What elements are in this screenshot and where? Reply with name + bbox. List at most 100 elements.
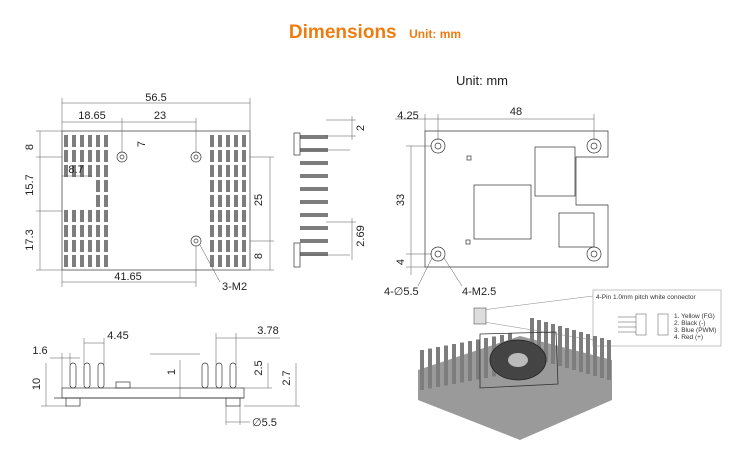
heatsink-fin bbox=[226, 240, 230, 252]
heatsink-fin bbox=[242, 180, 246, 192]
unit-label: Unit: mm bbox=[456, 73, 508, 88]
heatsink-fin bbox=[80, 165, 84, 177]
side-fin bbox=[300, 252, 328, 256]
heatsink-fin bbox=[64, 225, 68, 237]
heatsink-fin bbox=[218, 150, 222, 162]
heatsink-fin bbox=[96, 240, 100, 252]
board-dim-bottom: 4 bbox=[395, 259, 407, 265]
front-dim-pitch-right: 3.78 bbox=[257, 325, 278, 337]
front-dim-standoff: ∅5.5 bbox=[252, 417, 277, 429]
dim-overall-width: 56.5 bbox=[145, 92, 166, 104]
heatsink-fin bbox=[64, 255, 68, 267]
heatsink-fin bbox=[234, 225, 238, 237]
render-fin bbox=[558, 326, 562, 366]
heatsink-fin bbox=[226, 195, 230, 207]
connector-pin-1: 1. Yellow (FG) bbox=[674, 313, 715, 320]
heatsink-fin bbox=[226, 210, 230, 222]
heatsink-fin bbox=[226, 180, 230, 192]
dim-top-offset: 8 bbox=[24, 144, 36, 150]
heatsink-fin bbox=[242, 225, 246, 237]
heatsink-fin bbox=[104, 210, 108, 222]
heatsink-fin bbox=[104, 255, 108, 267]
dim-right-height: 25 bbox=[253, 194, 265, 206]
dim-notch-width: 8.7 bbox=[68, 164, 83, 176]
heatsink-fin bbox=[96, 150, 100, 162]
heatsink-fin bbox=[64, 150, 68, 162]
heatsink-fin bbox=[96, 210, 100, 222]
heatsink-fin bbox=[226, 135, 230, 147]
dim-hole-spacing: 23 bbox=[154, 110, 166, 122]
render-fin bbox=[537, 320, 541, 360]
render-fin bbox=[420, 350, 424, 390]
heatsink-fin bbox=[234, 195, 238, 207]
front-view: 1.6 10 4.45 3.78 1 2.5 2.7 ∅5.5 bbox=[31, 325, 300, 429]
side-dim-top: 2 bbox=[355, 125, 367, 131]
heatsink-fin bbox=[64, 210, 68, 222]
render-fin bbox=[468, 341, 472, 381]
dim-low-height: 17.3 bbox=[24, 229, 36, 250]
heatsink-fin bbox=[104, 225, 108, 237]
heatsink-fin bbox=[88, 225, 92, 237]
heatsink-fin bbox=[96, 180, 100, 192]
dim-left-offset: 18.65 bbox=[78, 110, 106, 122]
heatsink-fin bbox=[234, 210, 238, 222]
heatsink-fin bbox=[242, 135, 246, 147]
heatsink-fin bbox=[242, 150, 246, 162]
heatsink-fin bbox=[234, 150, 238, 162]
heatsink-fin bbox=[72, 255, 76, 267]
dim-mid-height: 15.7 bbox=[24, 174, 36, 195]
heatsink-fin bbox=[72, 150, 76, 162]
side-fin bbox=[300, 174, 328, 178]
render-fin bbox=[607, 340, 611, 380]
heatsink-fin bbox=[72, 225, 76, 237]
render-fin bbox=[551, 324, 555, 364]
heatsink-fin bbox=[80, 210, 84, 222]
heatsink-fin bbox=[210, 195, 214, 207]
heatsink-fin bbox=[80, 240, 84, 252]
heatsink-fin bbox=[226, 255, 230, 267]
heatsink-fin bbox=[218, 195, 222, 207]
render-fin bbox=[586, 334, 590, 374]
heatsink-fin bbox=[72, 135, 76, 147]
board-view: 4.25 48 33 4 4-∅5.5 4-M2.5 bbox=[384, 106, 609, 298]
heatsink-fin bbox=[210, 240, 214, 252]
render-fin bbox=[593, 336, 597, 376]
heatsink-fin bbox=[88, 240, 92, 252]
heatsink-fin bbox=[242, 165, 246, 177]
heatsink-fin bbox=[226, 165, 230, 177]
heatsink-fin bbox=[104, 195, 108, 207]
heatsink-fin bbox=[242, 255, 246, 267]
title-unit: Unit: mm bbox=[409, 27, 462, 41]
heatsink-fin bbox=[218, 165, 222, 177]
heatsink-fin bbox=[72, 240, 76, 252]
connector-pin-4: 4. Red (+) bbox=[674, 334, 703, 341]
front-dim-height: 10 bbox=[31, 378, 43, 390]
heatsink-fin bbox=[96, 255, 100, 267]
heatsink-fin bbox=[234, 135, 238, 147]
board-dim-width: 48 bbox=[510, 106, 522, 118]
heatsink-fin bbox=[226, 150, 230, 162]
board-dim-height: 33 bbox=[395, 194, 407, 206]
render-fin bbox=[579, 332, 583, 372]
render-fin bbox=[428, 348, 432, 389]
render-fin bbox=[530, 318, 534, 358]
heatsink-fin bbox=[80, 135, 84, 147]
heatsink-fin bbox=[210, 150, 214, 162]
heatsink-fin bbox=[88, 150, 92, 162]
heatsink-fin bbox=[210, 180, 214, 192]
screw-label-m2: 3-M2 bbox=[222, 281, 247, 293]
heatsink-fin bbox=[64, 165, 68, 177]
heatsink-fin bbox=[218, 225, 222, 237]
dim-right-bottom: 8 bbox=[253, 253, 265, 259]
front-dim-fin-h: 2.5 bbox=[253, 360, 265, 375]
side-fin bbox=[300, 226, 328, 230]
front-dim-gap: 1 bbox=[166, 369, 178, 375]
heatsink-fin bbox=[88, 255, 92, 267]
heatsink-fin bbox=[104, 165, 108, 177]
render-fin bbox=[544, 322, 548, 362]
side-fin bbox=[300, 135, 328, 139]
heatsink-fin bbox=[218, 240, 222, 252]
side-fin bbox=[300, 213, 328, 217]
heatsink-fin bbox=[242, 210, 246, 222]
render-fin bbox=[600, 338, 604, 378]
